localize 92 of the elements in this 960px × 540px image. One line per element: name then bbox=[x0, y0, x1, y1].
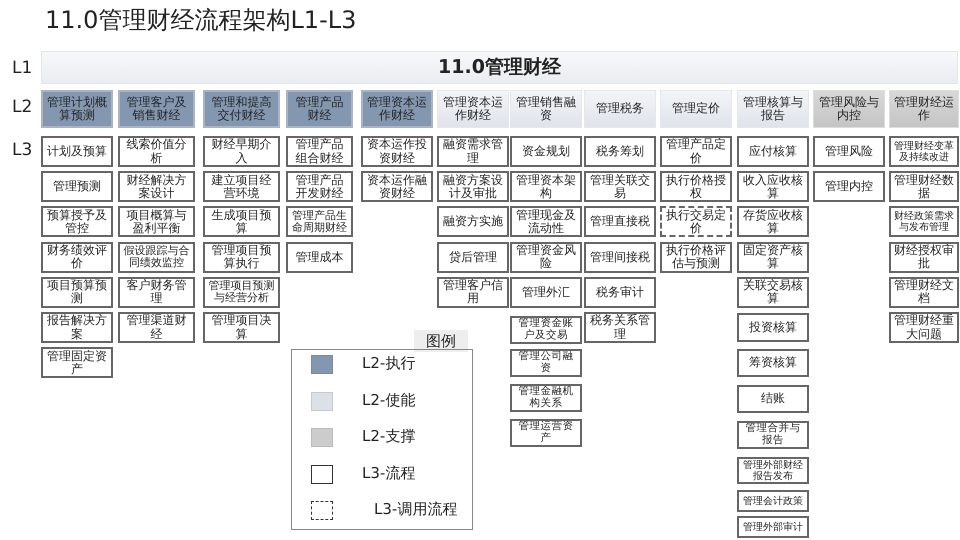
process-box: 计划及预算 bbox=[41, 136, 113, 167]
process-box: 管理金融机构关系 bbox=[510, 384, 582, 412]
level-label: L1 bbox=[12, 58, 32, 78]
process-box: 管理固定资产 bbox=[41, 347, 113, 378]
process-box: 融资方实施 bbox=[437, 206, 509, 238]
process-box: 融资需求管理 bbox=[437, 136, 509, 167]
process-box: 线索价值分析 bbox=[118, 136, 195, 167]
process-box: 生成项目预算 bbox=[203, 206, 280, 238]
category-box: 管理风险与内控 bbox=[813, 90, 885, 128]
process-box: 客户财务管理 bbox=[118, 276, 195, 308]
category-box: 管理客户及销售财经 bbox=[118, 90, 195, 128]
process-box: 管理项目决算 bbox=[203, 312, 280, 343]
process-box: 管理财经重大问题 bbox=[889, 312, 959, 343]
process-box: 管理财经文档 bbox=[889, 276, 959, 308]
process-box: 筹资核算 bbox=[737, 349, 809, 377]
legend-title: 图例 bbox=[414, 330, 468, 352]
process-box: 管理内控 bbox=[813, 171, 885, 202]
process-box: 投资核算 bbox=[737, 313, 809, 342]
process-box: 管理项目预测与经营分析 bbox=[203, 276, 280, 308]
process-box: 存货应收核算 bbox=[737, 206, 809, 238]
process-box: 管理产品开发财经 bbox=[286, 171, 353, 202]
process-box: 管理现金及流动性 bbox=[510, 206, 582, 238]
process-box: 收入应收核算 bbox=[737, 171, 809, 202]
category-box: 管理销售融资 bbox=[510, 90, 582, 128]
process-box: 假设跟踪与合同绩效监控 bbox=[118, 242, 195, 273]
process-box: 管理风险 bbox=[813, 136, 885, 167]
process-box: 贷后管理 bbox=[437, 242, 509, 273]
process-box: 执行价格授权 bbox=[660, 171, 732, 202]
process-box: 管理成本 bbox=[286, 242, 353, 273]
process-box: 管理合并与报告 bbox=[737, 421, 809, 449]
process-box: 管理渠道财经 bbox=[118, 312, 195, 343]
process-box: 财经授权审批 bbox=[889, 242, 959, 273]
process-box: 执行价格评估与预测 bbox=[660, 242, 732, 273]
category-box: 管理产品财经 bbox=[286, 90, 353, 128]
process-box: 管理外部审计 bbox=[737, 516, 809, 538]
process-box: 管理直接税 bbox=[584, 206, 656, 238]
process-box: 报告解决方案 bbox=[41, 312, 113, 343]
process-box: 税务审计 bbox=[584, 276, 656, 308]
category-box: 管理和提高交付财经 bbox=[203, 90, 280, 128]
category-box: 管理定价 bbox=[660, 90, 732, 128]
process-box: 管理产品定价 bbox=[660, 136, 732, 167]
process-box: 项目概算与盈利平衡 bbox=[118, 206, 195, 238]
process-box: 管理运营资产 bbox=[510, 419, 582, 447]
legend-label: L2-执行 bbox=[362, 354, 416, 373]
legend-label: L3-调用流程 bbox=[374, 500, 458, 519]
process-box: 项目预算预测 bbox=[41, 276, 113, 308]
process-box: 资本运作投资财经 bbox=[361, 136, 433, 167]
process-box: 财经早期介入 bbox=[203, 136, 280, 167]
process-box: 管理关联交易 bbox=[584, 171, 656, 202]
process-box: 管理资金风险 bbox=[510, 242, 582, 273]
process-box: 关联交易核算 bbox=[737, 276, 809, 308]
category-box: 管理财经运作 bbox=[889, 90, 959, 128]
level-band: 11.0管理财经 bbox=[41, 51, 958, 84]
title: 11.0管理财经流程架构L1-L3 bbox=[45, 5, 356, 36]
process-box: 管理预测 bbox=[41, 171, 113, 202]
process-box: 管理外部财经报告发布 bbox=[737, 457, 809, 484]
legend-label: L2-支撑 bbox=[362, 427, 416, 446]
process-box: 结账 bbox=[737, 385, 809, 413]
category-box: 管理税务 bbox=[584, 90, 656, 128]
process-box: 管理产品生命周期财经 bbox=[286, 206, 353, 238]
legend-label: L3-流程 bbox=[362, 464, 416, 482]
level-label: L2 bbox=[12, 97, 32, 117]
process-box: 管理资金账户及交易 bbox=[510, 316, 582, 344]
process-box: 管理外汇 bbox=[510, 276, 582, 308]
process-box: 管理客户信用 bbox=[437, 276, 509, 308]
process-box: 管理财经数据 bbox=[889, 171, 959, 202]
process-box: 管理会计政策 bbox=[737, 490, 809, 512]
process-box: 管理间接税 bbox=[584, 242, 656, 273]
level-label: L3 bbox=[12, 140, 32, 160]
process-box: 融资方案设计及审批 bbox=[437, 171, 509, 202]
process-box: 财经政策需求与发布管理 bbox=[889, 206, 959, 238]
process-box: 管理产品组合财经 bbox=[286, 136, 353, 167]
category-box: 管理资本运作财经 bbox=[361, 90, 433, 128]
process-box: 财经解决方案设计 bbox=[118, 171, 195, 202]
category-box: 管理资本运作财经 bbox=[437, 90, 509, 128]
process-box: 建立项目经营环境 bbox=[203, 171, 280, 202]
process-box: 管理财经变革及持续改进 bbox=[889, 136, 959, 167]
category-box: 管理计划概算预测 bbox=[41, 90, 113, 128]
process-box: 管理项目预算执行 bbox=[203, 242, 280, 273]
call-process-box: 执行交易定价 bbox=[660, 206, 732, 238]
process-box: 资本运作融资财经 bbox=[361, 171, 433, 202]
category-box: 管理核算与报告 bbox=[737, 90, 809, 128]
process-box: 固定资产核算 bbox=[737, 242, 809, 273]
process-box: 税务筹划 bbox=[584, 136, 656, 167]
process-box: 税务关系管理 bbox=[584, 312, 656, 343]
process-box: 财务绩效评价 bbox=[41, 242, 113, 273]
process-box: 预算授予及管控 bbox=[41, 206, 113, 238]
legend-label: L2-使能 bbox=[362, 390, 416, 410]
process-box: 管理资本架构 bbox=[510, 171, 582, 202]
process-box: 资金规划 bbox=[510, 136, 582, 167]
process-box: 管理公司融资 bbox=[510, 349, 582, 377]
process-box: 应付核算 bbox=[737, 136, 809, 167]
